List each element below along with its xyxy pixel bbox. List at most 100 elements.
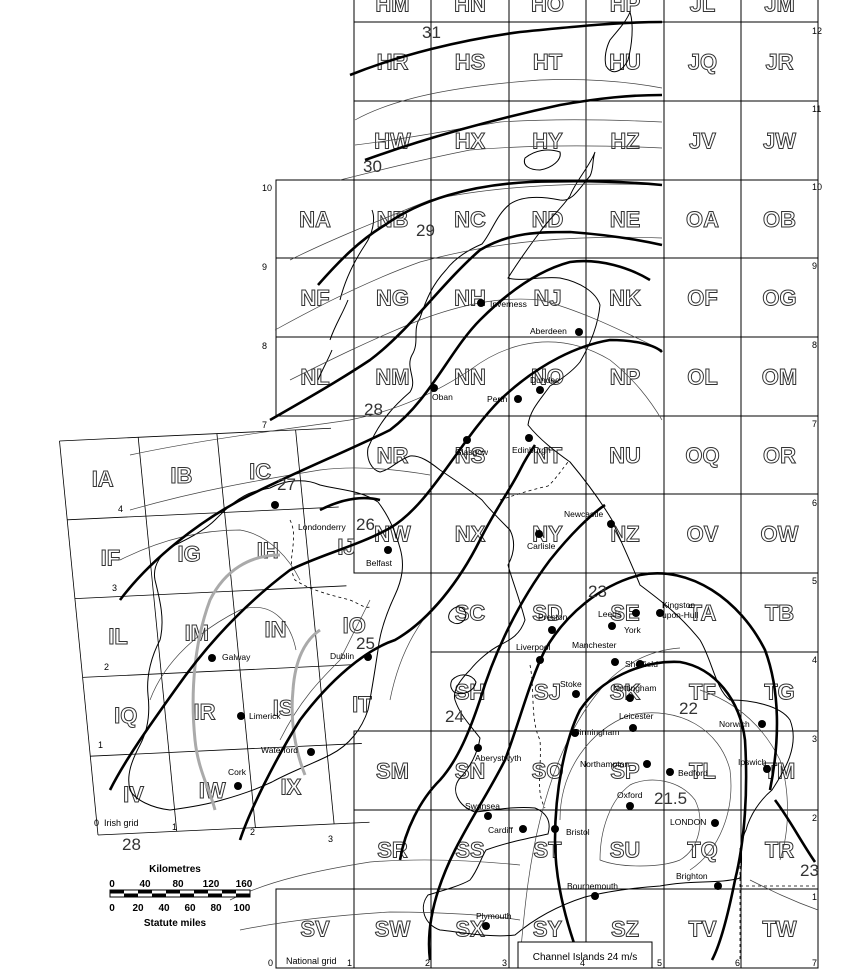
northing-number: 7: [262, 420, 267, 430]
city-marker-bournemouth: [591, 892, 599, 900]
thin-isotach: [354, 119, 663, 146]
grid-square-label: NE: [610, 207, 641, 232]
city-marker-perth: [514, 395, 522, 403]
scale-cell: [152, 893, 166, 897]
city-marker-carlisle: [535, 530, 543, 538]
scale-mile-tick: 60: [184, 903, 196, 914]
scale-cell: [110, 890, 124, 894]
city-label-newcastle: Newcastle: [564, 509, 603, 519]
scale-cell: [180, 893, 194, 897]
grid-square-label: NT: [533, 443, 563, 468]
scale-cell: [138, 890, 152, 894]
scale-mile-tick: 40: [158, 903, 170, 914]
grid-square-label: HR: [377, 50, 409, 75]
grid-square-label: TV: [688, 917, 716, 942]
grid-square-label: NM: [375, 365, 409, 390]
isotach-label: 29: [416, 221, 435, 240]
city-label-norwich: Norwich: [719, 719, 750, 729]
grid-square-label: TA: [689, 601, 717, 626]
easting-number: 5: [657, 958, 662, 968]
isotach-25: [238, 444, 537, 841]
city-label-ipswich: Ipswich: [738, 757, 767, 767]
grid-square-label: JQ: [688, 50, 717, 75]
city-marker-birmingham: [571, 729, 579, 737]
scale-miles-title: Statute miles: [144, 918, 207, 929]
isotach-label: 30: [363, 157, 382, 176]
city-marker-waterford: [307, 748, 315, 756]
city-marker-aberystwyth: [474, 744, 482, 752]
irish-square-label: IF: [101, 545, 121, 570]
northing-number: 9: [812, 261, 817, 271]
grid-square-label: NA: [299, 207, 331, 232]
city-label-galway: Galway: [222, 652, 251, 662]
isotach-23-east: [773, 799, 817, 863]
city-marker-aberdeen: [575, 328, 583, 336]
city-label-glasgow: Glasgow: [455, 447, 489, 457]
northing-number: 10: [812, 182, 822, 192]
grid-square-label: SZ: [611, 917, 639, 942]
irish-grid-line: [82, 664, 355, 678]
city-marker-sheffield: [636, 660, 644, 668]
city-marker-limerick: [237, 712, 245, 720]
city-label-edinburgh: Edinburgh: [512, 445, 551, 455]
city-label-londonderry: Londonderry: [298, 522, 346, 532]
grid-square-label: TR: [765, 838, 794, 863]
thin-isotach: [149, 607, 297, 701]
thin-isotach: [129, 467, 431, 511]
city-label-aberdeen: Aberdeen: [530, 326, 567, 336]
thin-isotach: [274, 236, 663, 331]
city-marker-leicester: [629, 724, 637, 732]
grid-square-label: SP: [610, 759, 639, 784]
isotach-lines-thin: [119, 79, 819, 961]
grid-square-label: SN: [455, 759, 486, 784]
border-northern-ireland: [289, 519, 373, 608]
city-marker-norwich: [758, 720, 766, 728]
city-label-preston: Preston: [538, 612, 568, 622]
irish-square-label: IQ: [114, 703, 137, 728]
grid-square-label: ND: [532, 207, 564, 232]
city-marker-liverpool: [536, 656, 544, 664]
city-label-limerick: Limerick: [249, 711, 281, 721]
grid-square-label: NC: [454, 207, 486, 232]
city-marker-swansea: [484, 812, 492, 820]
irish-grid-line: [295, 429, 335, 824]
city-label-plymouth: Plymouth: [476, 911, 512, 921]
isotach-label: 21.5: [654, 789, 687, 808]
irish-grid-line: [137, 437, 178, 832]
city-marker-stoke: [572, 690, 580, 698]
city-label-london: LONDON: [670, 817, 706, 827]
channel-islands-box: [739, 848, 818, 960]
grid-square-label: OV: [687, 522, 719, 547]
irish-square-label: IS: [273, 696, 294, 721]
northing-number: 2: [812, 813, 817, 823]
grid-square-label: ST: [533, 838, 562, 863]
grid-square-label: OM: [762, 365, 797, 390]
thin-isotach: [279, 599, 371, 741]
scale-cell: [194, 890, 208, 894]
city-marker-inverness: [477, 299, 485, 307]
thin-isotach: [699, 689, 788, 861]
grid-square-label: HN: [454, 0, 486, 17]
city-label-york: York: [624, 625, 641, 635]
irish-easting-number: 1: [172, 822, 177, 832]
coastline-isle-of-man: [448, 606, 467, 625]
thin-isotach: [229, 859, 521, 901]
scale-mile-tick: 0: [109, 903, 115, 914]
grid-square-label: SE: [610, 601, 639, 626]
irish-grid-line: [74, 585, 347, 599]
city-label-cork: Cork: [228, 767, 247, 777]
northing-number: 5: [812, 576, 817, 586]
grid-square-label: HS: [455, 50, 486, 75]
irish-square-label: IG: [177, 542, 200, 567]
grid-square-label: NX: [455, 522, 486, 547]
city-label-stoke: Stoke: [560, 679, 582, 689]
grid-square-label: SD: [532, 601, 563, 626]
grid-square-label: SK: [610, 680, 641, 705]
grid-square-label: HP: [610, 0, 641, 17]
city-marker-plymouth: [482, 922, 490, 930]
isotach-22: [553, 660, 748, 961]
